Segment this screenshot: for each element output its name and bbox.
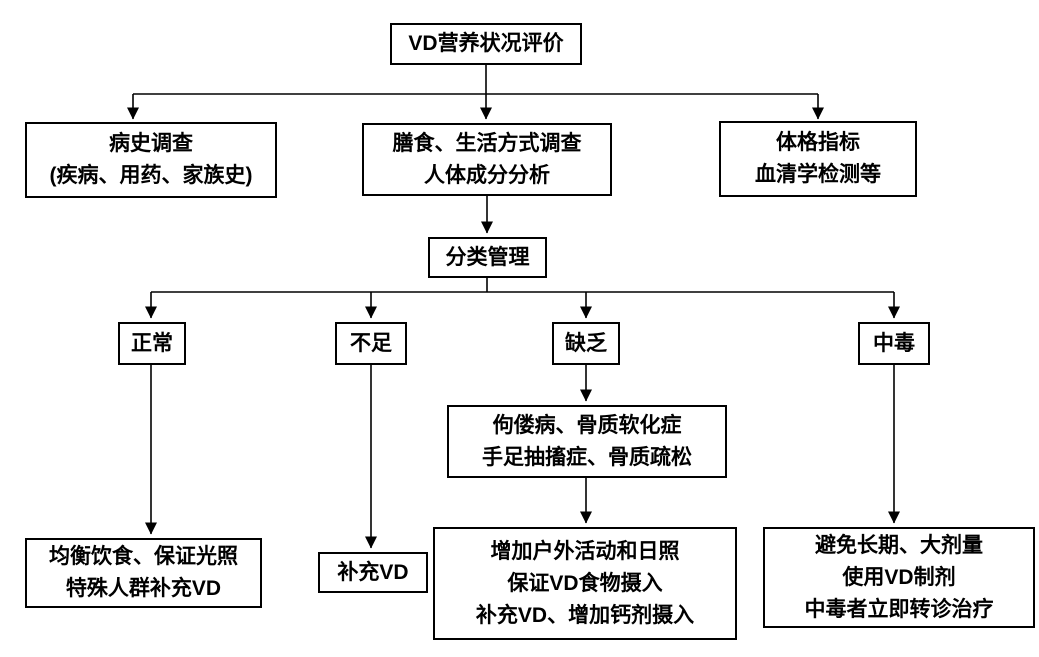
node-toxic-measures: 避免长期、大剂量 使用VD制剂 中毒者立即转诊治疗	[763, 527, 1035, 628]
node-label: 人体成分分析	[424, 163, 550, 187]
node-label: 手足抽搐症、骨质疏松	[482, 445, 692, 469]
node-history-survey: 病史调查 (疾病、用药、家族史)	[25, 122, 277, 198]
node-label: 中毒	[873, 331, 915, 355]
node-label: 不足	[350, 331, 392, 355]
node-label: 保证VD食物摄入	[507, 571, 663, 595]
node-label: 缺乏	[565, 331, 607, 355]
node-normal-measures: 均衡饮食、保证光照 特殊人群补充VD	[25, 538, 262, 608]
node-label: 使用VD制剂	[842, 565, 956, 589]
node-diet-lifestyle-survey: 膳食、生活方式调查 人体成分分析	[362, 123, 612, 196]
node-label: VD营养状况评价	[408, 32, 564, 55]
node-label: 特殊人群补充VD	[65, 577, 222, 600]
node-physical-serology: 体格指标 血清学检测等	[719, 121, 917, 197]
node-label: 中毒者立即转诊治疗	[804, 597, 994, 621]
node-label: 体格指标	[776, 131, 860, 154]
node-category-deficient: 缺乏	[552, 322, 620, 365]
node-label: 补充VD、增加钙剂摄入	[475, 603, 695, 627]
node-category-toxic: 中毒	[858, 322, 930, 365]
node-classification-management: 分类管理	[428, 237, 547, 278]
node-deficiency-manifestations: 佝偻病、骨质软化症 手足抽搐症、骨质疏松	[447, 405, 727, 478]
node-label: 正常	[131, 331, 173, 355]
node-label: 增加户外活动和日照	[490, 539, 680, 563]
node-category-insufficient: 不足	[335, 322, 407, 365]
node-label: 补充VD	[337, 560, 409, 584]
node-label: 病史调查	[109, 132, 193, 155]
node-deficient-measures: 增加户外活动和日照 保证VD食物摄入 补充VD、增加钙剂摄入	[433, 527, 737, 640]
node-label: 膳食、生活方式调查	[392, 131, 582, 155]
node-insufficient-measures: 补充VD	[318, 552, 428, 593]
node-label: 均衡饮食、保证光照	[49, 545, 238, 568]
node-label: 血清学检测等	[755, 163, 881, 186]
node-vd-status-evaluation: VD营养状况评价	[390, 23, 582, 65]
node-label: 避免长期、大剂量	[815, 533, 983, 557]
node-label: 佝偻病、骨质软化症	[492, 413, 682, 437]
node-label: 分类管理	[445, 245, 530, 269]
node-category-normal: 正常	[118, 322, 186, 365]
node-label: (疾病、用药、家族史)	[49, 164, 253, 187]
